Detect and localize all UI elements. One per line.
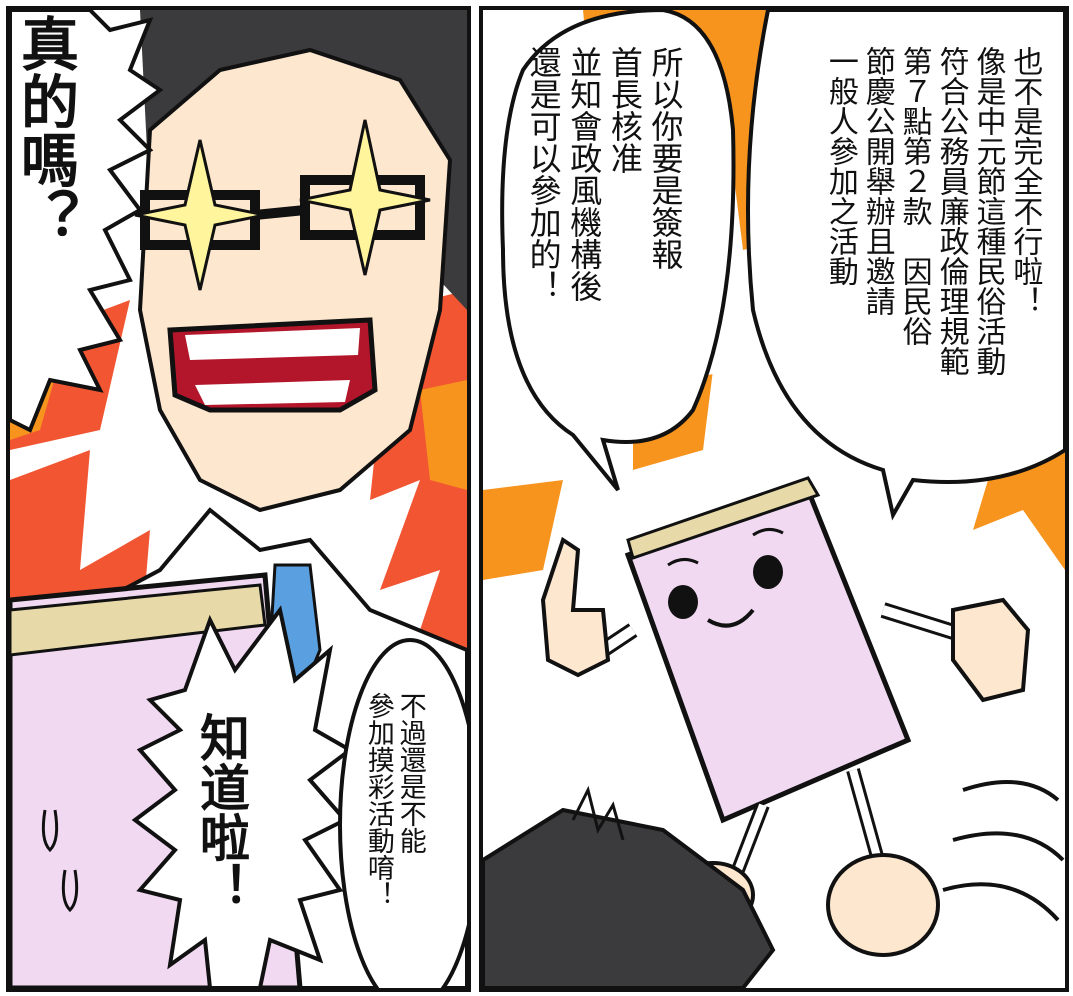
- sweat-drop-right: [61, 869, 79, 913]
- book-brow-right: [752, 528, 784, 537]
- comic-panel-left: 真的嗎？ 知道啦！ 不過還是不能 參加摸彩活動唷！: [6, 6, 471, 992]
- sparkle-eye-right: [299, 119, 431, 276]
- sweat-drop-left: [41, 809, 59, 853]
- hair: [140, 10, 467, 310]
- panel-left-artwork: [10, 10, 467, 988]
- book-brow-left: [667, 558, 699, 567]
- book-eye-left: [668, 585, 698, 619]
- exclaim-know-text: 知道啦！: [192, 712, 250, 912]
- speech-not-totally-text: 也不是完全不行啦！ 像是中元節這種民俗活動 符合公務員廉政倫理規範 第７點第２款…: [822, 46, 1043, 376]
- book-foot-right: [826, 853, 940, 957]
- book-character-pages: [626, 476, 821, 560]
- hair-bottom: [483, 807, 776, 988]
- sparkle-eye-left: [134, 139, 266, 291]
- book-smile: [706, 608, 755, 628]
- speech-bubble-not-lottery: [338, 638, 467, 988]
- panel-right-artwork: [483, 10, 1065, 988]
- speech-not-lottery-text: 不過還是不能 參加摸彩活動唷！: [362, 692, 426, 908]
- speech-so-you-text: 所以你要是簽報 首長核准 並知會政風機構後 還是可以參加的！: [524, 46, 685, 302]
- exclaim-really-text: 真的嗎？: [11, 14, 79, 246]
- book-hand-right: [951, 597, 1031, 703]
- comic-panel-right: 也不是完全不行啦！ 像是中元節這種民俗活動 符合公務員廉政倫理規範 第７點第２款…: [479, 6, 1069, 992]
- exclaim-bubble-know: [131, 605, 354, 988]
- exclaim-bubble-really: [10, 10, 164, 433]
- book-eye-right: [753, 555, 783, 589]
- book-hand-pointing: [540, 536, 611, 678]
- speech-bubble-so-you: [500, 10, 736, 492]
- speech-bubble-not-totally: [746, 10, 1065, 521]
